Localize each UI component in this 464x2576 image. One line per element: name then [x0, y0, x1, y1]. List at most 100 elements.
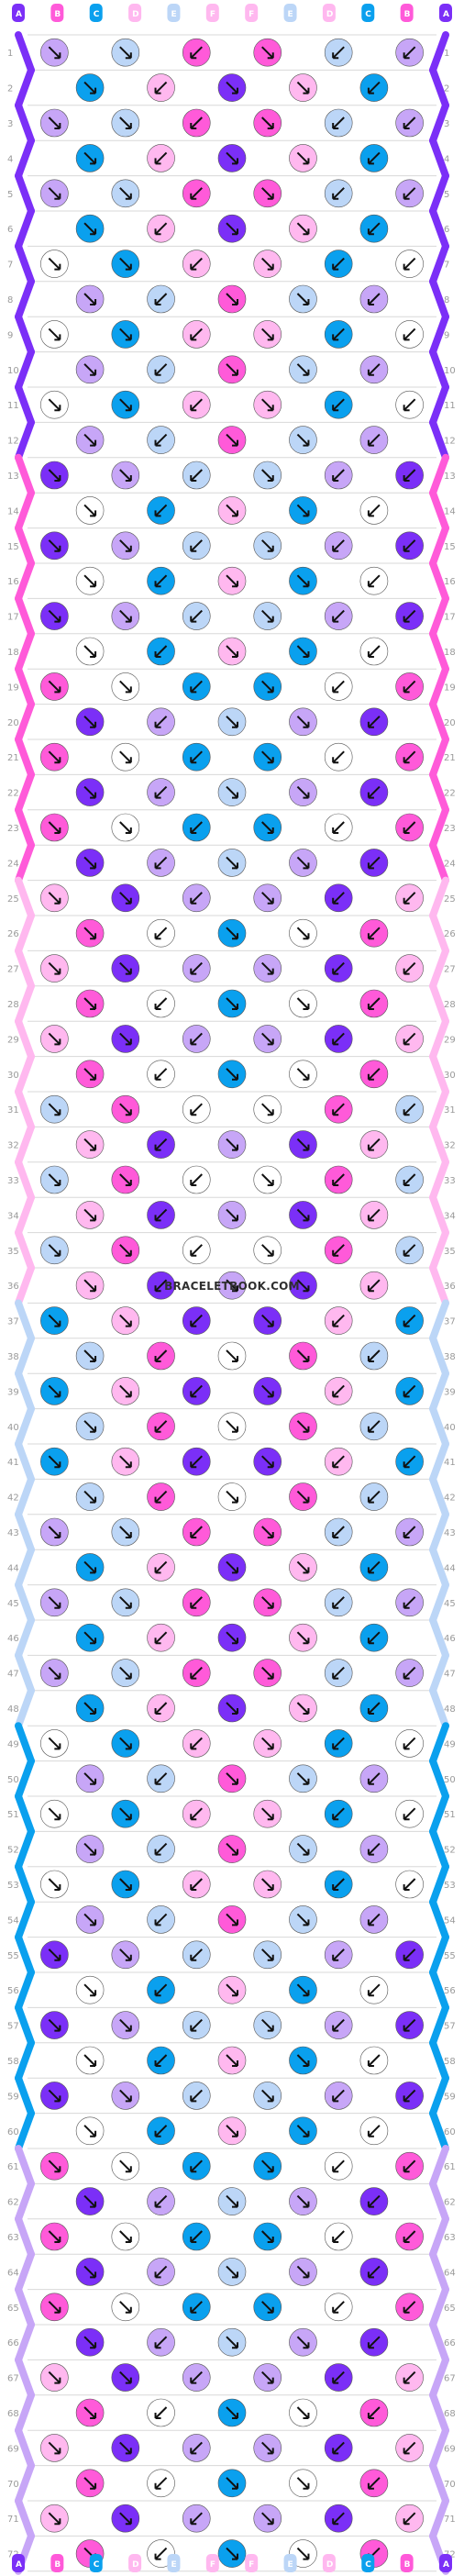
- knot: [111, 461, 140, 490]
- knot-arrow-icon: [83, 222, 97, 236]
- knot: [40, 2011, 69, 2039]
- knot: [147, 1271, 175, 1300]
- knot: [395, 1306, 424, 1335]
- knot: [395, 813, 424, 842]
- knot: [40, 1870, 69, 1899]
- knot-arrow-icon: [48, 2301, 61, 2314]
- edge-strand-right: [429, 31, 449, 74]
- knot-arrow-icon: [154, 1208, 168, 1222]
- knot-arrow-icon: [332, 1455, 345, 1469]
- knot-arrow-icon: [119, 2018, 132, 2032]
- row-number: 22: [444, 789, 456, 799]
- knot-arrow-icon: [367, 574, 381, 588]
- knot: [75, 1130, 105, 1159]
- knot-arrow-icon: [403, 609, 416, 623]
- knot: [395, 1165, 424, 1194]
- knot-arrow-icon: [83, 1349, 97, 1362]
- strand-label: D: [132, 2560, 138, 2570]
- knot-arrow-icon: [332, 2371, 345, 2384]
- row-number: 58: [444, 2057, 456, 2067]
- knot-arrow-icon: [226, 645, 238, 658]
- knot: [111, 38, 140, 67]
- knot-arrow-icon: [226, 504, 238, 517]
- knot-arrow-icon: [119, 1032, 132, 1046]
- knot-arrow-icon: [154, 151, 168, 165]
- knot-arrow-icon: [367, 1913, 381, 1926]
- knot-arrow-icon: [154, 1420, 168, 1433]
- knot-arrow-icon: [367, 1068, 381, 1081]
- row-number: 6: [444, 225, 449, 235]
- row-number: 57: [444, 2022, 456, 2032]
- knot-arrow-icon: [296, 293, 310, 305]
- row-number: 50: [7, 1775, 19, 1785]
- knot-arrow-icon: [332, 961, 345, 975]
- knot-arrow-icon: [48, 257, 61, 271]
- knot: [359, 849, 389, 877]
- knot-arrow-icon: [190, 1737, 203, 1750]
- row-number: 8: [7, 295, 13, 305]
- edge-strand-left: [15, 1933, 35, 1976]
- knot: [253, 1659, 282, 1687]
- knot: [395, 2363, 424, 2392]
- knot-arrow-icon: [48, 750, 61, 764]
- strand-label: A: [16, 10, 22, 19]
- strand-label: C: [365, 10, 371, 19]
- knot: [147, 1693, 175, 1723]
- knot-arrow-icon: [83, 1279, 97, 1293]
- row-number: 22: [7, 789, 19, 799]
- knot: [182, 1517, 211, 1547]
- row-number: 2: [444, 84, 449, 94]
- knot: [75, 849, 105, 877]
- knot-arrow-icon: [119, 398, 132, 412]
- knot-arrow-icon: [48, 680, 61, 694]
- row-number: 61: [7, 2162, 19, 2172]
- knot-arrow-icon: [190, 2160, 203, 2173]
- knot-arrow-icon: [154, 1983, 168, 1997]
- strand-label-tab: [128, 4, 142, 22]
- row-number: 35: [7, 1247, 19, 1257]
- knot: [182, 320, 211, 349]
- knot: [182, 1870, 211, 1899]
- knot: [111, 108, 140, 138]
- knot: [147, 1835, 175, 1863]
- knot: [40, 883, 69, 913]
- edge-strand-right: [429, 1264, 449, 1307]
- knot-arrow-icon: [261, 1949, 274, 1961]
- knot-arrow-icon: [83, 363, 97, 376]
- knot: [395, 2082, 424, 2110]
- knot: [217, 1975, 247, 2004]
- knot: [289, 989, 317, 1018]
- knot-arrow-icon: [190, 750, 203, 764]
- strand-label-tab: [361, 4, 375, 22]
- knot-arrow-icon: [296, 81, 310, 94]
- edge-strand-right: [429, 313, 449, 356]
- knot: [40, 602, 69, 630]
- knot-arrow-icon: [190, 1244, 203, 1257]
- knot: [40, 2151, 69, 2181]
- knot-arrow-icon: [48, 46, 61, 60]
- edge-strand-left: [15, 2109, 35, 2152]
- row-number: 7: [444, 261, 449, 271]
- edge-strand-right: [429, 1228, 449, 1271]
- edge-strand-right: [429, 2497, 449, 2540]
- strand-label: C: [365, 2560, 371, 2570]
- row-number: 56: [444, 1986, 456, 1996]
- knot-arrow-icon: [332, 1526, 345, 1538]
- knot: [111, 1940, 140, 1970]
- knot-arrow-icon: [403, 2441, 416, 2455]
- knot-arrow-icon: [83, 2125, 97, 2137]
- row-number: 71: [444, 2515, 456, 2525]
- row-number: 44: [7, 1563, 19, 1573]
- knot: [111, 1659, 140, 1687]
- knot: [147, 1201, 175, 1229]
- knot: [111, 813, 140, 842]
- edge-strand-right: [429, 912, 449, 955]
- knot: [289, 1341, 317, 1371]
- knot-arrow-icon: [226, 222, 238, 236]
- knot: [289, 1482, 317, 1511]
- knot: [253, 461, 282, 490]
- knot: [111, 1729, 140, 1758]
- knot-arrow-icon: [48, 469, 61, 482]
- knot: [324, 1799, 353, 1828]
- strand-label: E: [288, 2560, 293, 2570]
